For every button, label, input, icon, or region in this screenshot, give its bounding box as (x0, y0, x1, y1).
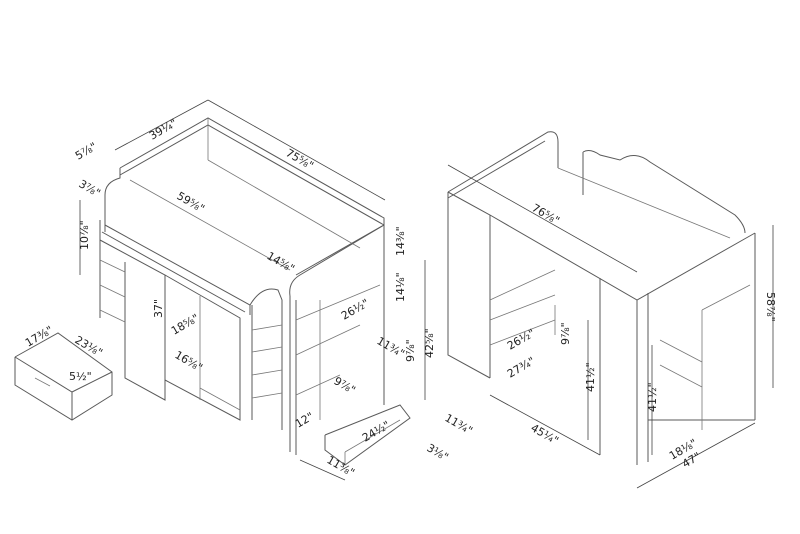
dim-rail-height: 5⅞" (73, 140, 99, 163)
dim-bottom-clearance: 9⅞" (332, 374, 358, 397)
dim-shelf-gap: 9⅞" (404, 339, 417, 362)
right-loft-bed-drawing (447, 131, 774, 489)
left-dimension-labels: 39¼" 75⅝" 5⅞" 3⅞" 10⅞" 59⅝" 14⅝" 14⅜" 14… (23, 116, 475, 479)
dim-storage-drawer-width: 24½" (360, 418, 392, 444)
dim-ladder-width: 14⅝" (265, 249, 297, 275)
dim-underbed-height: 41½" (584, 362, 597, 392)
dim-cabinet-height: 37" (152, 299, 165, 318)
dim-storage-drawer-height: 3⅛" (425, 441, 451, 464)
dim-cabinet-height-right: 41½" (646, 382, 659, 412)
dim-length-top: 75⅝" (284, 146, 316, 172)
dim-total-height: 58⅞" (764, 292, 777, 322)
dim-total-length: 76⅝" (530, 201, 562, 227)
dim-upper-height: 10⅞" (78, 220, 91, 250)
dim-right-shelf-height: 14⅛" (394, 272, 407, 302)
left-loft-bed-drawing (14, 99, 426, 481)
right-dimension-labels: 76⅝" 58⅞" 26½" 9⅞" 27¾" 41½" 45¼" 41½" 1… (505, 201, 777, 470)
dim-desk-gap: 9⅞" (559, 322, 572, 345)
dim-depth-top: 39¼" (147, 116, 179, 142)
dim-shelf-depth: 11¾" (375, 334, 407, 360)
dim-desk-width: 26½" (505, 326, 537, 352)
dim-drawer-depth: 17⅜" (23, 323, 55, 349)
dim-desk-outer-width: 27¾" (505, 354, 537, 380)
dim-shelf-unit-height: 42⅝" (423, 328, 436, 358)
dim-storage-drawer-depth: 11¾" (443, 411, 475, 437)
dim-base-length: 45¼" (529, 421, 561, 447)
dim-door-width: 18⅝" (169, 311, 201, 337)
dim-storage-drawer-outer: 11⅜" (325, 453, 357, 479)
dim-rail-gap: 3⅞" (77, 177, 103, 200)
dim-drawer-height: 5½" (69, 370, 92, 383)
dim-right-top-height: 14⅜" (394, 226, 407, 256)
dim-inner-length: 59⅝" (175, 189, 207, 215)
